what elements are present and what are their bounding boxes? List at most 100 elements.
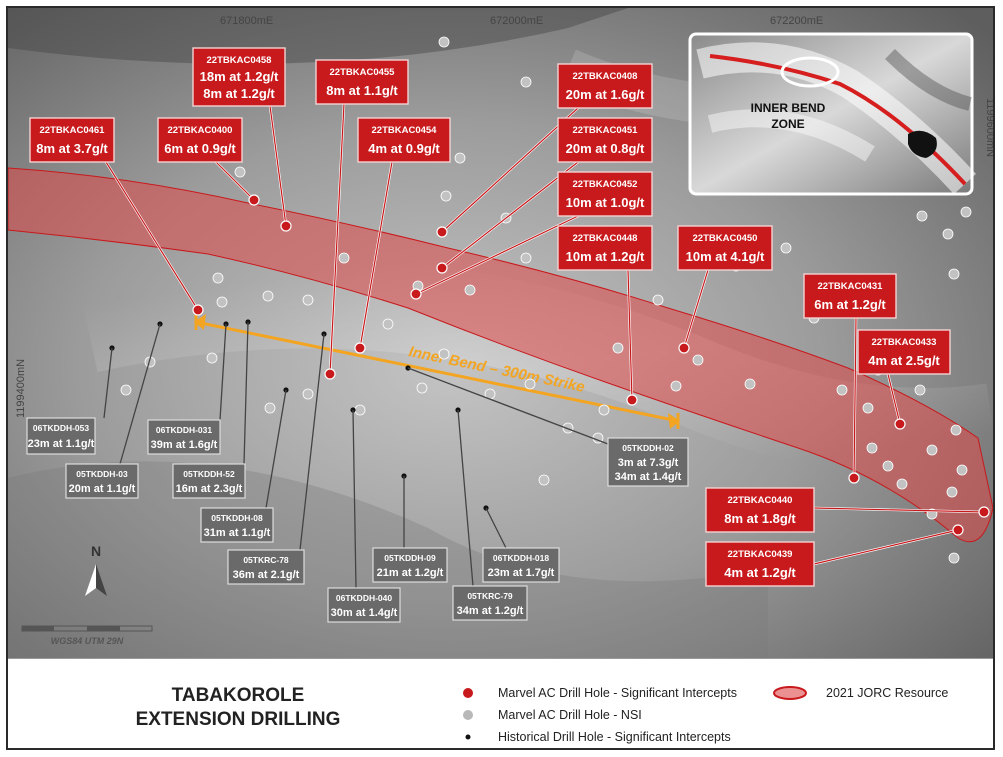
svg-text:8m at 1.8g/t: 8m at 1.8g/t (724, 511, 796, 526)
nsi-hole (652, 294, 664, 306)
svg-text:4m at 0.9g/t: 4m at 0.9g/t (368, 141, 440, 156)
historical-label[interactable]: 05TKDDH-09 21m at 1.2g/t (372, 547, 448, 583)
strike-arrow-head-right (668, 413, 680, 429)
nsi-hole (744, 378, 756, 390)
historical-label[interactable]: 06TKDDH-040 30m at 1.4g/t (327, 587, 401, 623)
nsi-hole (338, 252, 350, 264)
north-arrow: N (85, 543, 107, 596)
nsi-hole (464, 284, 476, 296)
leader-line (415, 215, 579, 295)
svg-text:36m at 2.1g/t: 36m at 2.1g/t (233, 569, 300, 581)
svg-text:10m at 1.2g/t: 10m at 1.2g/t (566, 249, 645, 264)
marvel-hole (324, 368, 336, 380)
nsi-hole (670, 380, 682, 392)
historical-label[interactable]: 06TKDDH-053 23m at 1.1g/t (26, 417, 96, 455)
nsi-hole (262, 290, 274, 302)
leader-line (813, 529, 959, 565)
marvel-label[interactable]: 22TBKAC0454 4m at 0.9g/t (357, 117, 451, 163)
marvel-label[interactable]: 22TBKAC0448 10m at 1.2g/t (557, 225, 653, 271)
marvel-label[interactable]: 22TBKAC0400 6m at 0.9g/t (157, 117, 243, 163)
jorc-resource-zone (8, 167, 993, 543)
svg-text:30m at 1.4g/t: 30m at 1.4g/t (331, 607, 398, 619)
inset-zone-label: INNER BEND (751, 101, 826, 115)
marvel-label[interactable]: 22TBKAC0458 18m at 1.2g/t 8m at 1.2g/t (192, 47, 286, 107)
legend-marvel-sig-marker (463, 688, 473, 698)
historical-label[interactable]: 06TKDDH-031 39m at 1.6g/t (147, 419, 221, 455)
marvel-label[interactable]: 22TBKAC0439 4m at 1.2g/t (705, 541, 815, 587)
coord-label-left: 1199400mN (15, 359, 27, 418)
legend-historical-sig: Historical Drill Hole - Significant Inte… (498, 730, 731, 744)
svg-text:05TKDDH-03: 05TKDDH-03 (76, 469, 128, 479)
svg-text:6m at 0.9g/t: 6m at 0.9g/t (164, 141, 236, 156)
svg-text:8m at 1.1g/t: 8m at 1.1g/t (326, 83, 398, 98)
marvel-hole (894, 418, 906, 430)
drilling-map: 671800mE 672000mE 672200mE 1199400mN 119… (8, 8, 993, 658)
svg-text:22TBKAC0448: 22TBKAC0448 (573, 233, 638, 244)
nsi-hole (212, 272, 224, 284)
historical-label[interactable]: 05TKRC-79 34m at 1.2g/t (452, 585, 528, 621)
historical-label[interactable]: 05TKDDH-02 3m at 7.3g/t 34m at 1.4g/t (607, 437, 689, 487)
historical-label[interactable]: 05TKRC-78 36m at 2.1g/t (227, 549, 305, 585)
map-title-line1: TABAKOROLE (172, 685, 305, 706)
nsi-hole (692, 354, 704, 366)
legend-marvel-nsi-marker (463, 710, 473, 720)
historical-holes (109, 319, 489, 511)
svg-text:05TKRC-78: 05TKRC-78 (243, 555, 289, 565)
leader-line-historical (103, 347, 113, 419)
nsi-hole (520, 76, 532, 88)
leader-line (627, 269, 633, 401)
marvel-label[interactable]: 22TBKAC0440 8m at 1.8g/t (705, 487, 815, 533)
nsi-hole (866, 442, 878, 454)
marvel-label[interactable]: 22TBKAC0452 10m at 1.0g/t (557, 171, 653, 217)
marvel-hole (848, 472, 860, 484)
marvel-label[interactable]: 22TBKAC0450 10m at 4.1g/t (677, 225, 773, 271)
svg-text:22TBKAC0461: 22TBKAC0461 (40, 125, 106, 136)
historical-label[interactable]: 06TKDDH-018 23m at 1.7g/t (482, 547, 560, 583)
marvel-label[interactable]: 22TBKAC0455 8m at 1.1g/t (315, 59, 409, 105)
historical-label[interactable]: 05TKDDH-52 16m at 2.3g/t (172, 463, 246, 499)
historical-label[interactable]: 05TKDDH-08 31m at 1.1g/t (200, 507, 274, 543)
nsi-hole (216, 296, 228, 308)
coord-label-top: 672200mE (770, 15, 823, 27)
nsi-hole (302, 294, 314, 306)
svg-text:05TKDDH-52: 05TKDDH-52 (183, 469, 235, 479)
svg-text:22TBKAC0439: 22TBKAC0439 (728, 549, 793, 560)
leader-line (269, 105, 287, 227)
leader-line-historical (457, 409, 474, 587)
leader-line-historical (299, 333, 325, 551)
leader-line (215, 161, 255, 201)
svg-text:34m at 1.4g/t: 34m at 1.4g/t (615, 471, 682, 483)
svg-text:18m at 1.2g/t: 18m at 1.2g/t (200, 69, 279, 84)
svg-text:06TKDDH-053: 06TKDDH-053 (33, 423, 89, 433)
leader-line (887, 373, 901, 425)
svg-text:8m at 1.2g/t: 8m at 1.2g/t (203, 86, 275, 101)
strike-arrow (195, 320, 679, 423)
svg-text:05TKDDH-09: 05TKDDH-09 (384, 553, 436, 563)
marvel-label[interactable]: 22TBKAC0451 20m at 0.8g/t (557, 117, 653, 163)
svg-text:22TBKAC0400: 22TBKAC0400 (168, 125, 233, 136)
historical-label[interactable]: 05TKDDH-03 20m at 1.1g/t (65, 463, 139, 499)
svg-text:34m at 1.2g/t: 34m at 1.2g/t (457, 605, 524, 617)
leader-line-historical (485, 507, 507, 549)
marvel-label[interactable]: 22TBKAC0431 6m at 1.2g/t (803, 273, 897, 319)
nsi-hole (916, 210, 928, 222)
nsi-hole (960, 206, 972, 218)
leader-line (683, 269, 709, 349)
marvel-label[interactable]: 22TBKAC0433 4m at 2.5g/t (857, 329, 951, 375)
svg-text:WGS84 UTM 29N: WGS84 UTM 29N (51, 636, 124, 646)
leader-line-historical (352, 409, 357, 589)
svg-text:23m at 1.7g/t: 23m at 1.7g/t (488, 567, 555, 579)
svg-text:06TKDDH-031: 06TKDDH-031 (156, 425, 212, 435)
nsi-hole (946, 486, 958, 498)
svg-text:10m at 1.0g/t: 10m at 1.0g/t (566, 195, 645, 210)
nsi-hole (416, 382, 428, 394)
svg-text:05TKRC-79: 05TKRC-79 (467, 591, 513, 601)
leader-line (813, 507, 985, 513)
marvel-label[interactable]: 22TBKAC0408 20m at 1.6g/t (557, 63, 653, 109)
nsi-hole (780, 242, 792, 254)
leader-line-historical (407, 367, 609, 445)
nsi-hole (206, 352, 218, 364)
marvel-hole (436, 262, 448, 274)
marvel-label[interactable]: 22TBKAC0461 8m at 3.7g/t (29, 117, 115, 163)
nsi-hole (538, 474, 550, 486)
